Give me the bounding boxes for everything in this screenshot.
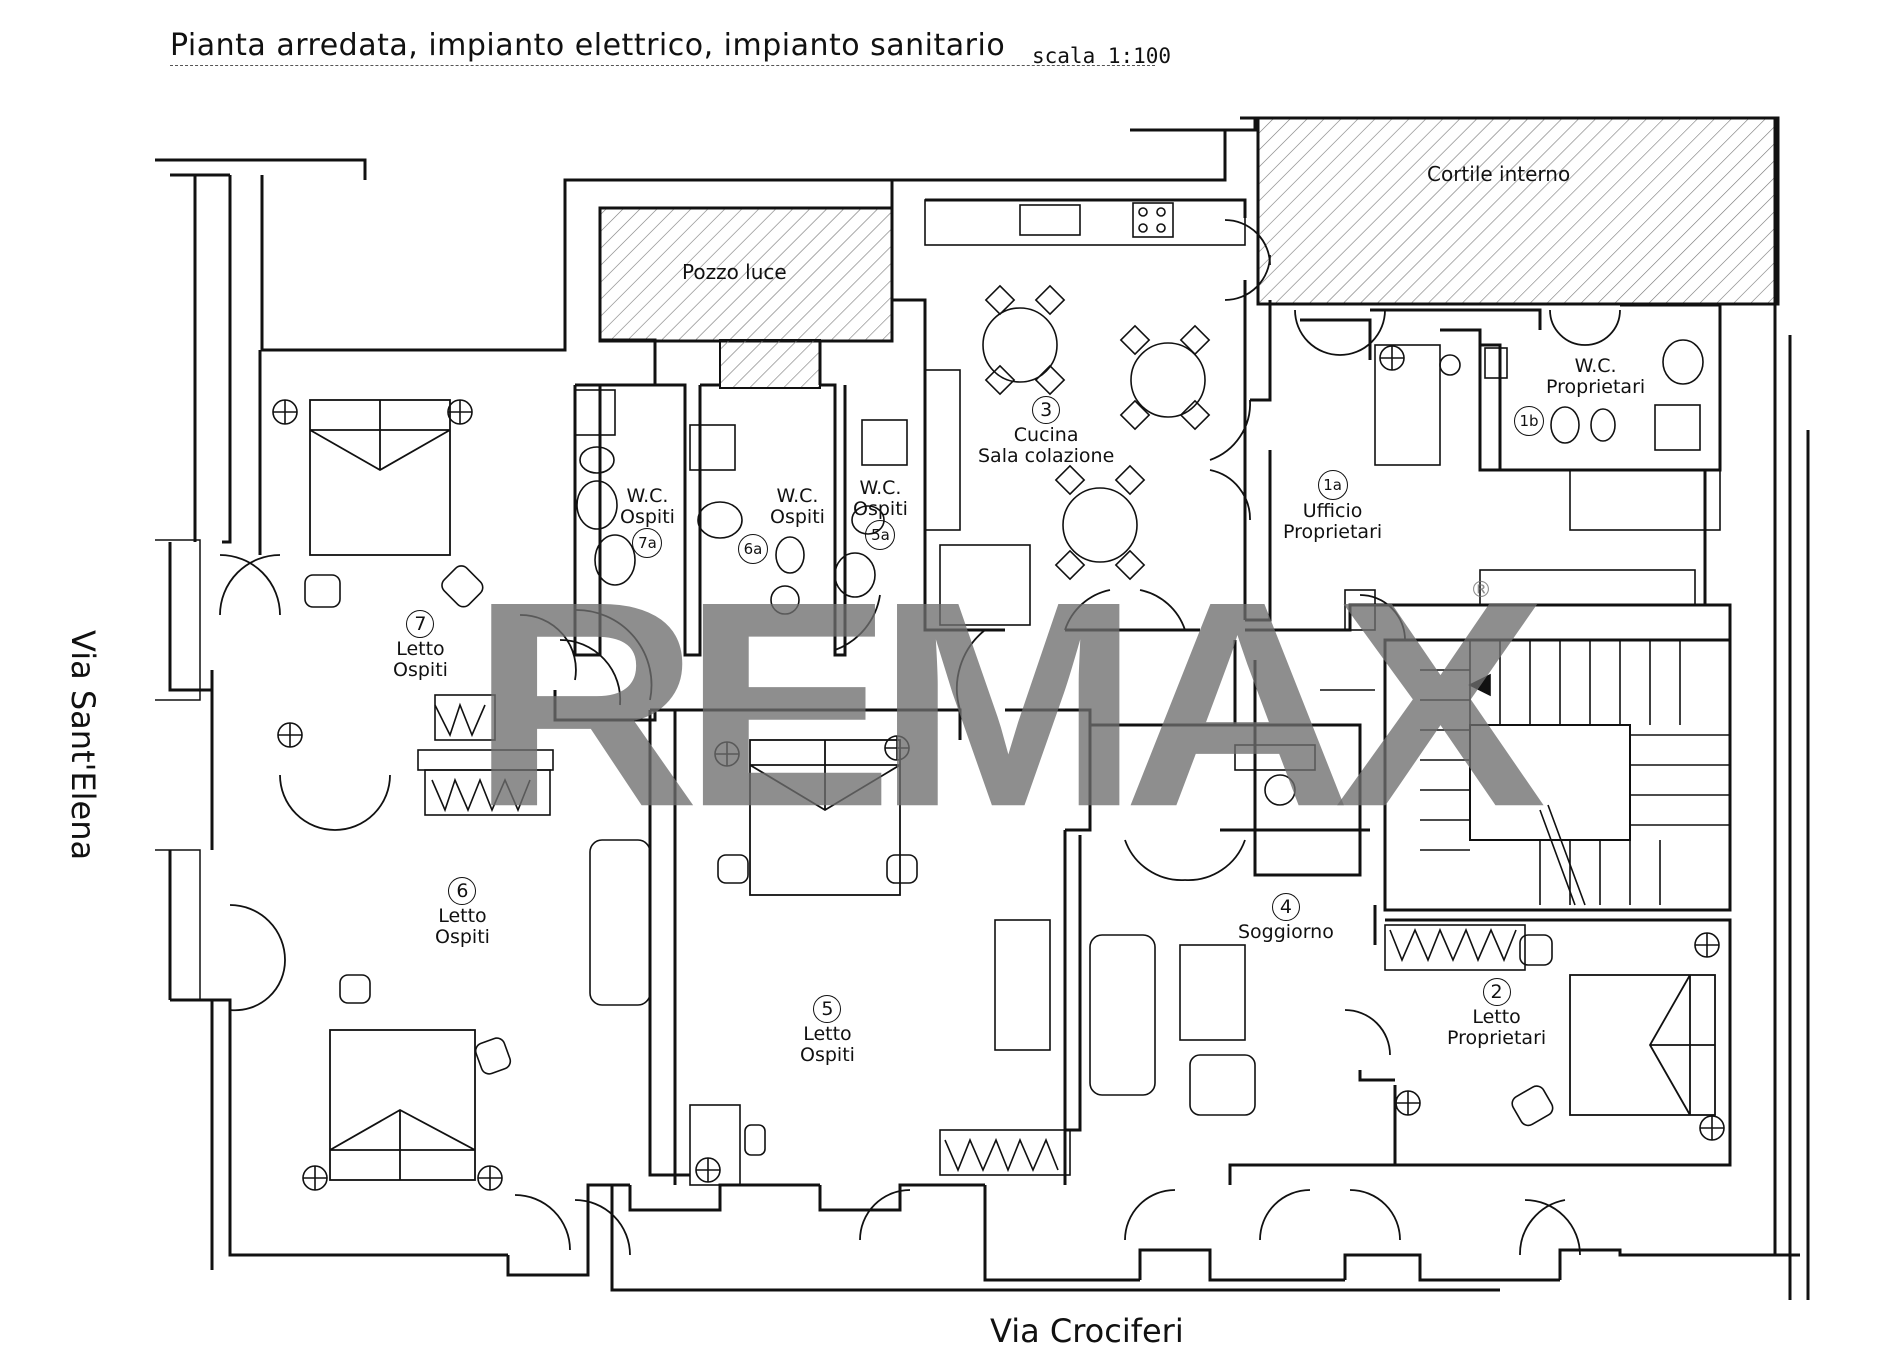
room-label-5a: W.C. Ospiti 5a xyxy=(853,478,908,551)
room-6-line2: Ospiti xyxy=(435,926,490,948)
door-swings xyxy=(219,219,1621,1256)
room-2-line1: Letto xyxy=(1472,1006,1521,1028)
room-number-1a: 1a xyxy=(1317,470,1348,500)
room-4-line1: Soggiorno xyxy=(1238,921,1334,943)
street-label-bottom: Via Crociferi xyxy=(990,1312,1184,1350)
thin-lines xyxy=(155,539,1375,1000)
room-1b-line2: Proprietari xyxy=(1546,376,1646,398)
room-label-6: 6 Letto Ospiti xyxy=(435,877,490,948)
room-number-2: 2 xyxy=(1482,978,1511,1006)
room-label-5: 5 Letto Ospiti xyxy=(800,995,855,1066)
room-number-6: 6 xyxy=(448,877,477,905)
room-6-line1: Letto xyxy=(438,905,487,927)
pozzo-luce-area xyxy=(598,206,894,343)
room-number-4: 4 xyxy=(1271,893,1300,921)
remax-watermark: REMAX xyxy=(470,541,1546,868)
room-5a-line1: W.C. xyxy=(859,477,902,499)
room-7a-line1: W.C. xyxy=(626,485,669,507)
room-number-6a: 6a xyxy=(738,534,768,564)
cortile-interno-label: Cortile interno xyxy=(1427,162,1571,186)
room-label-7: 7 Letto Ospiti xyxy=(393,610,448,681)
street-label-left: Via Sant'Elena xyxy=(64,630,102,861)
plan-scale: scala 1:100 xyxy=(1032,44,1172,68)
registered-mark: ® xyxy=(1470,578,1492,603)
room-3-line1: Cucina xyxy=(1013,424,1079,446)
pozzo-luce-label: Pozzo luce xyxy=(682,260,787,284)
cortile-interno-area xyxy=(1256,116,1780,306)
room-5-line1: Letto xyxy=(803,1023,852,1045)
room-label-6a-num: 6a xyxy=(738,534,768,565)
room-5-line2: Ospiti xyxy=(800,1044,855,1066)
room-label-3: 3 Cucina Sala colazione xyxy=(978,396,1114,467)
room-5a-line2: Ospiti xyxy=(853,498,908,520)
room-7a-line2: Ospiti xyxy=(620,506,675,528)
plan-title: Pianta arredata, impianto elettrico, imp… xyxy=(170,28,1155,66)
room-number-7: 7 xyxy=(406,610,435,638)
room-7-line2: Ospiti xyxy=(393,659,448,681)
room-number-7a: 7a xyxy=(632,528,663,558)
room-7-line1: Letto xyxy=(396,638,445,660)
room-1b-line1: W.C. xyxy=(1574,355,1617,377)
room-label-7a: W.C. Ospiti 7a xyxy=(620,486,675,559)
light-symbols xyxy=(272,345,1725,1191)
room-2-line2: Proprietari xyxy=(1447,1027,1547,1049)
room-6a-line2: Ospiti xyxy=(770,506,825,528)
room-label-1b: 1b xyxy=(1514,406,1544,437)
room-1a-line2: Proprietari xyxy=(1283,521,1383,543)
furniture xyxy=(304,199,1721,1186)
room-number-5: 5 xyxy=(813,995,842,1023)
room-label-1b-text: W.C. Proprietari xyxy=(1546,356,1645,398)
pozzo-luce-lower xyxy=(719,339,821,389)
room-label-2: 2 Letto Proprietari xyxy=(1447,978,1546,1049)
room-label-4: 4 Soggiorno xyxy=(1238,893,1334,943)
beds xyxy=(309,399,1716,1181)
room-number-3: 3 xyxy=(1032,396,1061,424)
staircase xyxy=(1383,638,1732,912)
room-number-1b: 1b xyxy=(1514,406,1544,436)
room-6a-line1: W.C. xyxy=(776,485,819,507)
room-label-1a: 1a Ufficio Proprietari xyxy=(1283,470,1382,543)
room-label-6a: W.C. Ospiti xyxy=(770,486,825,528)
room-1a-line1: Ufficio xyxy=(1302,500,1363,522)
room-3-line2: Sala colazione xyxy=(978,445,1115,467)
room-number-5a: 5a xyxy=(865,520,896,550)
